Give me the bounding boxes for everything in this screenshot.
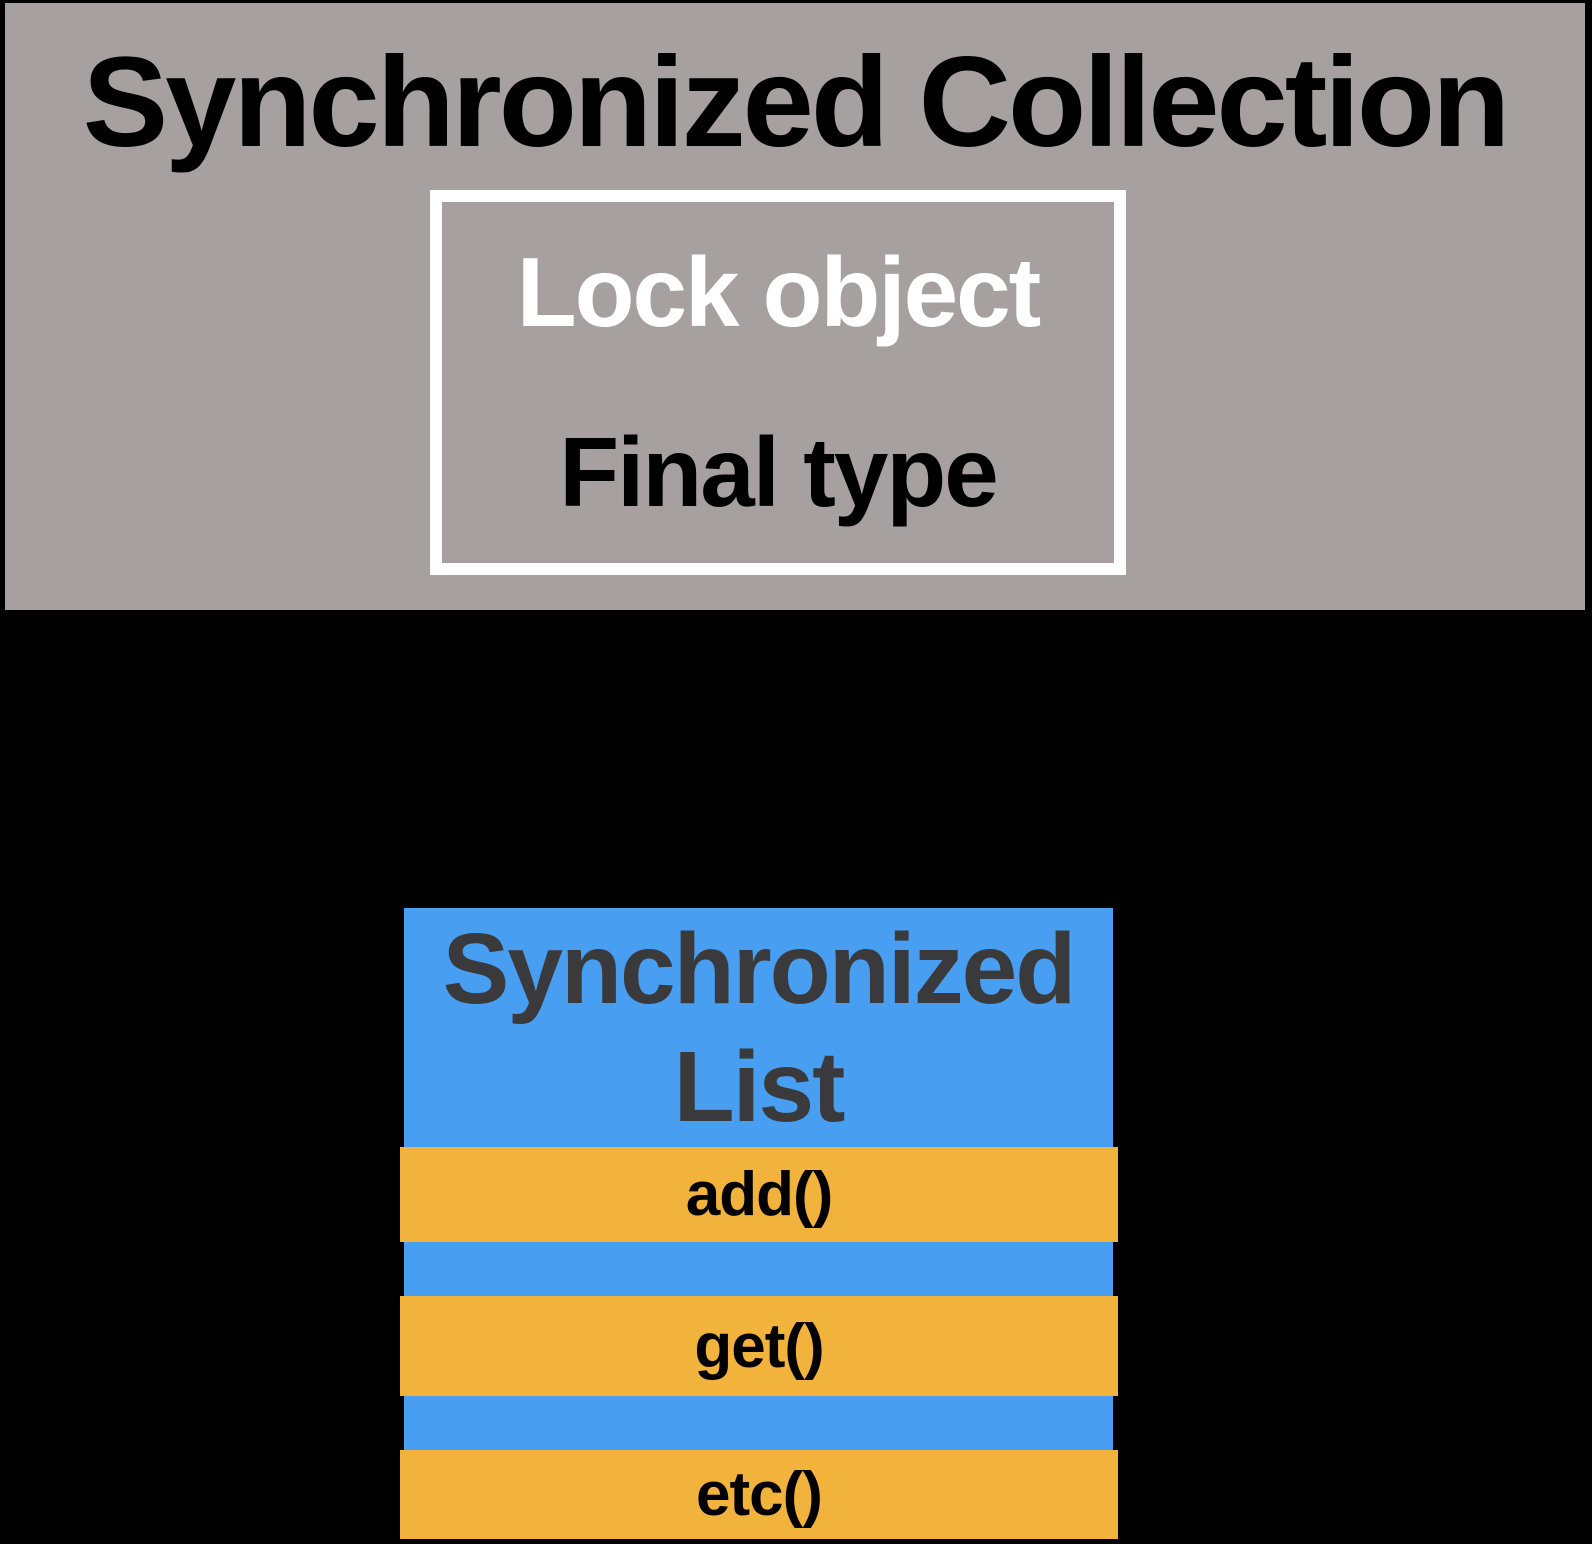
panel-title: Synchronized Collection [82,31,1511,174]
synchronized-list-box: Synchronized List add() get() etc() [400,908,1118,1539]
method-row-get: get() [400,1296,1118,1396]
method-row-add: add() [400,1147,1118,1242]
synchronized-list-header: Synchronized List [442,912,1077,1143]
lock-object-box: Lock object Final type [430,190,1126,575]
final-type-label: Final type [559,417,998,528]
lock-object-label: Lock object [516,236,1042,347]
synchronized-collection-panel: Synchronized Collection Lock object Fina… [5,3,1585,610]
method-row-etc: etc() [400,1450,1118,1539]
